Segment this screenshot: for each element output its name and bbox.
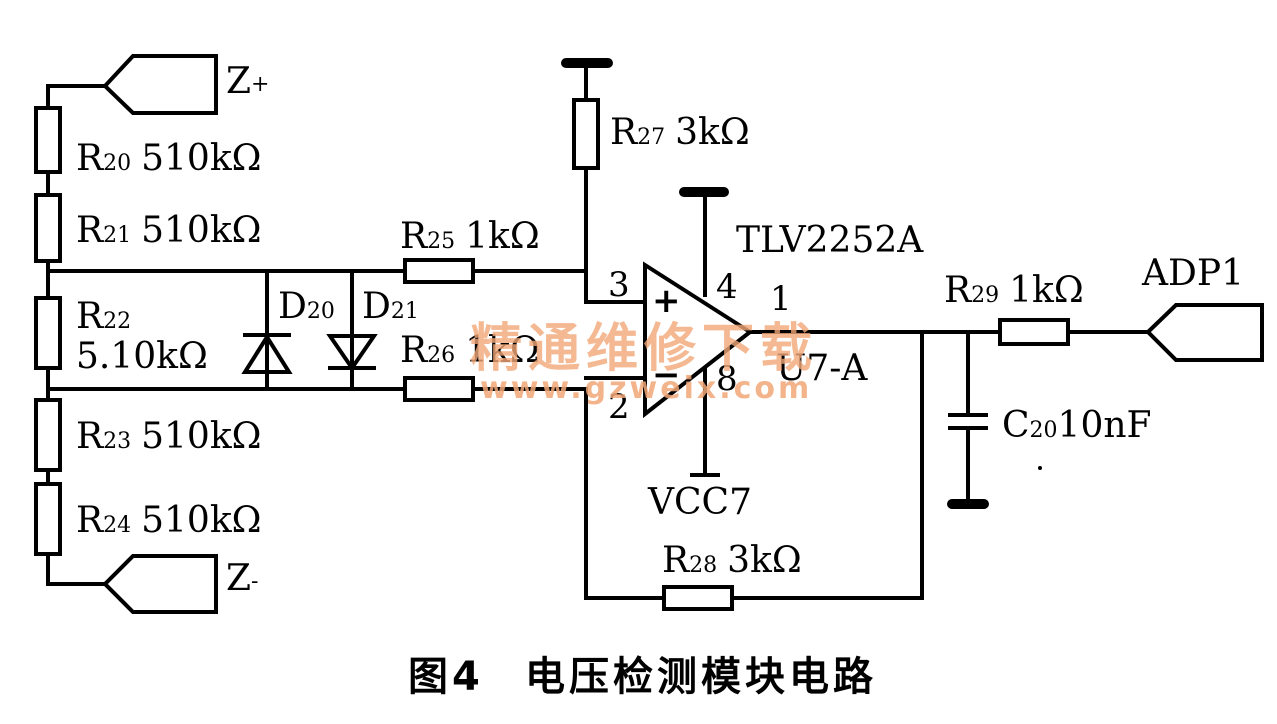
resistor-r20: R20 510kΩ xyxy=(34,106,261,179)
r28-value: 3kΩ xyxy=(727,540,802,581)
r21-value: 510kΩ xyxy=(141,210,261,251)
r23-ref: R xyxy=(76,416,104,457)
resistor-r26: R26 1kΩ xyxy=(400,330,540,402)
opamp-part-number: TLV2252A xyxy=(736,220,924,261)
pin-4-label: 4 xyxy=(716,267,738,307)
pin-8-label: 8 xyxy=(716,359,738,399)
r24-value: 510kΩ xyxy=(141,500,261,541)
speck xyxy=(1038,466,1042,470)
diode-d20: D20 xyxy=(241,269,335,391)
terminal-z-plus-sign: + xyxy=(251,72,269,97)
resistor-r22: R22 5.10kΩ xyxy=(34,296,208,377)
resistor-r27: R27 3kΩ xyxy=(561,58,750,304)
d20-index: 20 xyxy=(307,299,335,324)
r26-index: 26 xyxy=(427,343,455,368)
r23-value: 510kΩ xyxy=(141,416,261,457)
d21-ref: D xyxy=(362,286,391,327)
pin-2-label: 2 xyxy=(608,387,630,427)
r20-ref: R xyxy=(76,138,104,179)
capacitor-c20: C2010nF xyxy=(947,330,1152,509)
watermark-title: 精通维修下载 xyxy=(470,318,818,379)
pin-3-label: 3 xyxy=(608,265,630,305)
r25-index: 25 xyxy=(427,229,455,254)
r26-ref: R xyxy=(400,330,428,371)
r24-index: 24 xyxy=(103,513,131,538)
opamp-inv-sign: − xyxy=(652,355,681,395)
c20-value: 10nF xyxy=(1058,405,1152,446)
pin-1-label: 1 xyxy=(770,279,792,319)
r24-ref: R xyxy=(76,500,104,541)
r22-ref: R xyxy=(76,296,104,337)
r29-index: 29 xyxy=(971,283,999,308)
watermark-url: www.gzweix.com xyxy=(480,371,812,406)
r29-value: 1kΩ xyxy=(1009,270,1084,311)
svg-text:Z-: Z- xyxy=(226,558,258,599)
r21-index: 21 xyxy=(103,223,131,248)
r27-ref: R xyxy=(610,112,638,153)
r22-value: 5.10kΩ xyxy=(76,336,208,377)
resistor-r25: R25 1kΩ xyxy=(400,216,540,284)
opamp-u7a: + − 3 2 4 8 1 TLV2252A U7-A xyxy=(608,220,924,427)
opamp-noninv-sign: + xyxy=(652,281,681,321)
figure-caption: 图4 电压检测模块电路 xyxy=(408,654,877,700)
terminal-z-minus: Z- xyxy=(46,554,258,614)
terminal-adp1-label: ADP1 xyxy=(1141,253,1244,294)
svg-text:C2010nF: C2010nF xyxy=(1002,405,1152,446)
r21-ref: R xyxy=(76,210,104,251)
resistor-r24: R24 510kΩ xyxy=(34,482,261,556)
terminal-z-plus: Z+ xyxy=(46,54,269,115)
r23-index: 23 xyxy=(103,429,131,454)
r20-value: 510kΩ xyxy=(141,138,261,179)
r29-ref: R xyxy=(944,270,972,311)
r20-index: 20 xyxy=(103,151,131,176)
terminal-z-minus-label: Z xyxy=(226,558,251,599)
diode-d21: D21 xyxy=(326,269,419,391)
r28-index: 28 xyxy=(689,553,717,578)
svg-text:R22: R22 xyxy=(76,296,131,337)
resistor-r23: R23 510kΩ xyxy=(34,398,261,472)
r22-index: 22 xyxy=(103,309,131,334)
c20-ref: C xyxy=(1002,405,1030,446)
caption-title: 电压检测模块电路 xyxy=(525,654,877,700)
r27-index: 27 xyxy=(637,125,665,150)
r25-value: 1kΩ xyxy=(465,216,540,257)
r27-value: 3kΩ xyxy=(675,112,750,153)
r26-value: 1kΩ xyxy=(465,330,540,371)
svg-text:D21: D21 xyxy=(362,286,419,327)
d20-ref: D xyxy=(278,286,307,327)
opamp-designator: U7-A xyxy=(776,348,868,389)
supply-label-vcc7: VCC7 xyxy=(647,482,752,523)
svg-text:Z+: Z+ xyxy=(226,61,269,102)
caption-number: 图4 xyxy=(408,654,484,700)
d21-index: 21 xyxy=(391,299,419,324)
svg-text:D20: D20 xyxy=(278,286,335,327)
r25-ref: R xyxy=(400,216,428,257)
resistor-r29: R29 1kΩ xyxy=(944,270,1084,346)
resistor-r21: R21 510kΩ xyxy=(34,193,261,263)
terminal-z-plus-label: Z xyxy=(226,61,251,102)
terminal-z-minus-sign: - xyxy=(251,569,258,594)
c20-index: 20 xyxy=(1030,418,1058,443)
r28-ref: R xyxy=(662,540,690,581)
terminal-adp1: ADP1 xyxy=(1141,253,1264,362)
